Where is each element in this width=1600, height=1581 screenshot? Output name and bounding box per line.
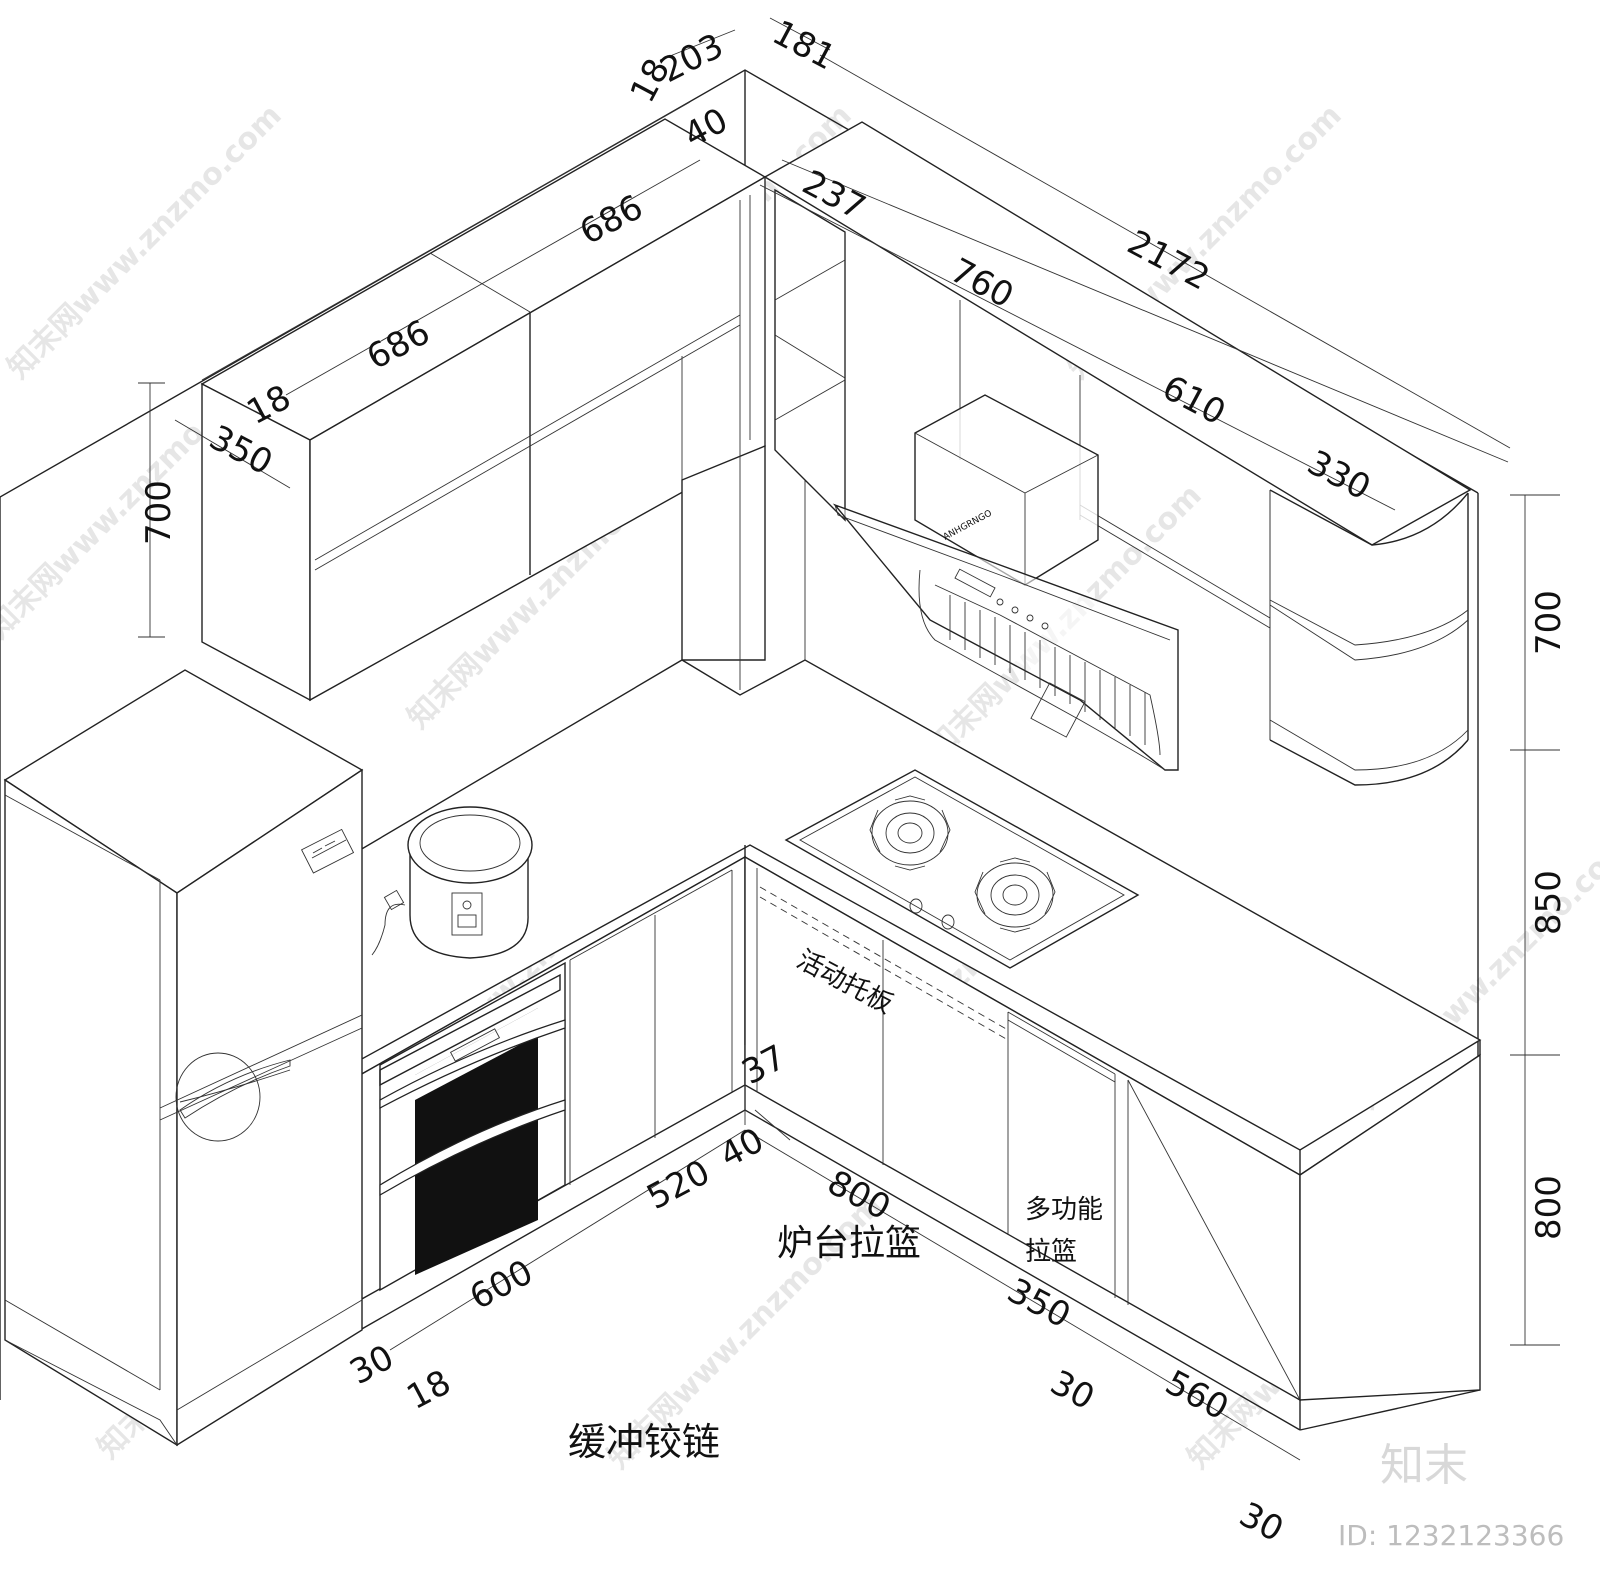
- dim-18-base: 18: [400, 1362, 457, 1418]
- logo-text: 知末: [1380, 1440, 1468, 1491]
- dim-30-c: 30: [1233, 1495, 1290, 1551]
- branding: 知末 ID: 1232123366: [1338, 1440, 1564, 1552]
- dim-30-b: 30: [1044, 1363, 1101, 1419]
- image-id: ID: 1232123366: [1338, 1519, 1564, 1552]
- watermark: 知末网www.znzmo.com: [1, 98, 289, 386]
- dim-30-a: 30: [343, 1337, 400, 1393]
- hob-knob: [909, 898, 923, 914]
- burner-left: [869, 795, 951, 871]
- right-base-cabinets: [744, 855, 1481, 1431]
- label-stove-basket: 炉台拉篮: [777, 1223, 921, 1264]
- hob-knob: [941, 914, 955, 930]
- dim-350-base: 350: [1001, 1271, 1077, 1337]
- dim-600: 600: [463, 1252, 539, 1318]
- dimension-lines: [138, 17, 1560, 1461]
- rice-cooker: [371, 806, 533, 959]
- refrigerator: [3, 669, 364, 1447]
- dim-520: 520: [640, 1152, 716, 1218]
- dim-850: 850: [1529, 870, 1569, 935]
- gas-hob: [784, 769, 1140, 969]
- oven-unit: [379, 961, 566, 1292]
- dim-700-left: 700: [139, 480, 179, 545]
- label-buffer-hinge: 缓冲铰链: [568, 1420, 720, 1464]
- burner-right: [974, 857, 1056, 933]
- dim-800-right: 800: [1529, 1175, 1569, 1240]
- fridge-handle: [175, 1052, 291, 1142]
- dim-700-right: 700: [1529, 590, 1569, 655]
- fridge-display-panel: [300, 828, 355, 874]
- dim-181: 181: [766, 13, 842, 79]
- right-upper-cabinets: [763, 121, 1472, 786]
- label-multi-basket-2: 拉篮: [1025, 1237, 1077, 1267]
- hood-grille: [949, 595, 1146, 745]
- label-multi-basket-1: 多功能: [1025, 1195, 1103, 1225]
- range-hood: ANHGRNGO: [832, 394, 1179, 771]
- dim-40-base: 40: [713, 1120, 770, 1176]
- left-upper-cabinets: [200, 118, 806, 702]
